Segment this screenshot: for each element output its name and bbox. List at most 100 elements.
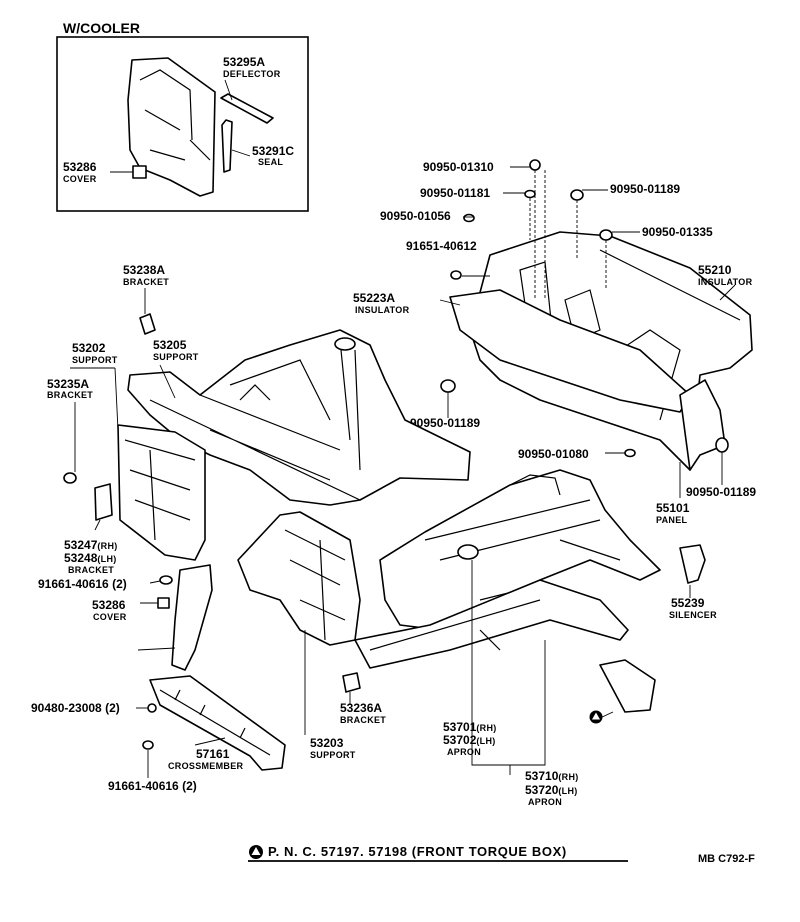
label-53286-inset-name: COVER xyxy=(63,174,97,184)
plug-90950-01310 xyxy=(529,159,541,171)
label-90950-01056: 90950-01056 xyxy=(380,209,451,223)
label-91661-40616-a: 91661-40616 (2) xyxy=(38,577,127,591)
bolt-91661-b xyxy=(142,740,154,750)
label-53238A: 53238A xyxy=(123,263,165,277)
crossmember-detail xyxy=(159,689,271,756)
dash-panel-assembly xyxy=(439,159,753,498)
deflector-drawing xyxy=(220,93,274,124)
plug-90950-01189-low xyxy=(715,437,729,453)
inset-panel-drawing xyxy=(127,57,216,197)
label-90950-01080: 90950-01080 xyxy=(518,447,589,461)
label-53291C: 53291C xyxy=(252,144,294,158)
label-90950-01189-low: 90950-01189 xyxy=(686,485,756,499)
bolt-90480-23008 xyxy=(147,703,157,713)
label-55101-name: PANEL xyxy=(656,515,688,525)
plug-90950-01335 xyxy=(599,229,613,241)
label-53247: 53247(RH) xyxy=(64,538,118,552)
label-53205-name: SUPPORT xyxy=(153,352,199,362)
apron-lower-drawing xyxy=(354,579,629,669)
inset-frame xyxy=(56,36,309,212)
bolt-91661-a xyxy=(159,575,173,585)
label-90950-01310: 90950-01310 xyxy=(423,160,494,174)
label-53702: 53702(LH) xyxy=(443,733,496,747)
label-53286-inset: 53286 xyxy=(63,160,97,174)
label-55101: 55101 xyxy=(656,501,690,515)
plug-90950-01056 xyxy=(463,213,475,223)
plug-90950-01189-mid xyxy=(440,379,456,393)
inset-cooler: W/COOLER xyxy=(56,20,309,212)
bracket-53238A-drawing xyxy=(139,313,156,335)
label-53286-name: COVER xyxy=(93,612,127,622)
plug-90950-01189-top xyxy=(570,189,584,201)
refer-53-05 xyxy=(589,710,603,724)
label-53291C-name: SEAL xyxy=(258,157,283,167)
cover-drawing xyxy=(132,165,147,179)
footer-pnc xyxy=(248,845,628,862)
plug-90950-01181 xyxy=(524,189,536,199)
label-90480-23008: 90480-23008 (2) xyxy=(31,701,120,715)
label-53236A: 53236A xyxy=(340,701,382,715)
bracket-53236A-drawing xyxy=(342,672,361,693)
plug-90950-01080 xyxy=(624,448,636,458)
label-55239: 55239 xyxy=(671,596,705,610)
torque-box-hole xyxy=(457,544,479,560)
insulator-55223A-drawing xyxy=(449,289,691,413)
label-53248: 53248(LH) xyxy=(64,551,117,565)
label-55239-name: SILENCER xyxy=(669,610,717,620)
label-53286: 53286 xyxy=(92,598,126,612)
apron-lower-detail xyxy=(369,599,541,651)
label-90950-01189-mid: 90950-01189 xyxy=(410,416,480,430)
label-55210: 55210 xyxy=(698,263,732,277)
label-55223A-name: INSULATOR xyxy=(355,305,410,315)
lower-apron-assembly xyxy=(237,469,706,775)
label-53295A: 53295A xyxy=(223,55,265,69)
label-90950-01335: 90950-01335 xyxy=(642,225,713,239)
crossmember-drawing xyxy=(149,675,286,771)
label-53248-name: BRACKET xyxy=(68,565,114,575)
bracket-refer-drawing xyxy=(171,564,213,671)
torque-box-drawing xyxy=(599,659,656,713)
label-57161: 57161 xyxy=(196,747,230,761)
silencer-drawing xyxy=(679,544,706,584)
label-55210-name: INSULATOR xyxy=(698,277,753,287)
label-53235A-name: BRACKET xyxy=(47,390,93,400)
label-53203: 53203 xyxy=(310,736,344,750)
label-53720: 53720(LH) xyxy=(525,783,578,797)
upper-frame-detail xyxy=(149,339,361,501)
label-53710: 53710(RH) xyxy=(525,769,579,783)
label-53202: 53202 xyxy=(72,341,106,355)
label-53235A: 53235A xyxy=(47,377,89,391)
pnc-note: P. N. C. 57197. 57198 (FRONT TORQUE BOX) xyxy=(268,844,567,859)
label-53701: 53701(RH) xyxy=(443,720,497,734)
support-53203-detail xyxy=(284,529,346,641)
label-53238A-name: BRACKET xyxy=(123,277,169,287)
label-53295A-name: DEFLECTOR xyxy=(223,69,281,79)
support-53203-drawing xyxy=(237,511,361,646)
cover-53286-drawing xyxy=(157,597,170,609)
label-53202-name: SUPPORT xyxy=(72,355,118,365)
seal-drawing xyxy=(221,119,233,173)
support-53202-drawing xyxy=(117,424,206,561)
label-90950-01181: 90950-01181 xyxy=(420,186,490,200)
plug-53235A xyxy=(63,472,77,484)
label-53720-name: APRON xyxy=(528,797,562,807)
label-53203-name: SUPPORT xyxy=(310,750,356,760)
figure-code: MB C792-F xyxy=(698,853,755,865)
label-53236A-name: BRACKET xyxy=(340,715,386,725)
left-upper-structure xyxy=(63,288,471,671)
label-53702-name: APRON xyxy=(447,747,481,757)
label-55223A: 55223A xyxy=(353,291,395,305)
bracket-53247-drawing xyxy=(94,483,113,521)
crossmember-assembly xyxy=(136,675,286,778)
label-53205: 53205 xyxy=(153,338,187,352)
label-91661-40616-b: 91661-40616 (2) xyxy=(108,779,197,793)
clip-91651-40612 xyxy=(450,270,462,280)
support-53202-detail xyxy=(124,439,196,541)
inset-panel-detail xyxy=(139,69,211,161)
label-57161-name: CROSSMEMBER xyxy=(168,761,244,771)
strut-mount-drawing xyxy=(334,337,356,351)
label-91651-40612: 91651-40612 xyxy=(406,239,477,253)
label-90950-01189-top: 90950-01189 xyxy=(610,182,680,196)
